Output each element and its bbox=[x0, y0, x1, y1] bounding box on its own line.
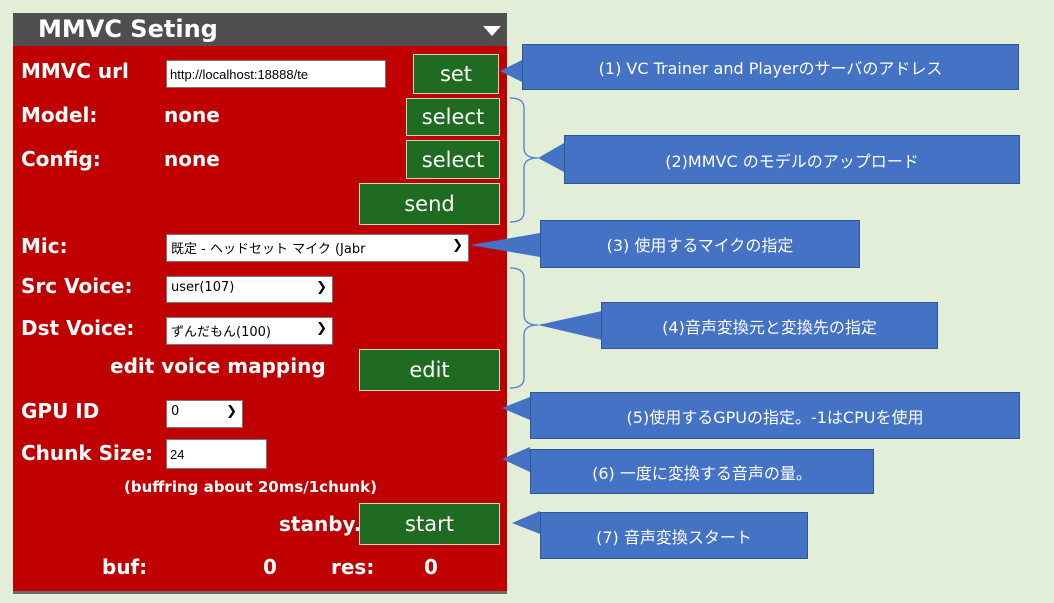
callout-7-pointer bbox=[512, 511, 540, 534]
bracket-voice bbox=[509, 267, 539, 389]
bracket-model-config bbox=[509, 97, 539, 223]
callout-4: (4)音声変換元と変換先の指定 bbox=[601, 302, 938, 349]
callout-1: (1) VC Trainer and Playerのサーバのアドレス bbox=[522, 44, 1019, 90]
callout-4-pointer bbox=[538, 311, 602, 340]
callout-5: (5)使用するGPUの指定。-1はCPUを使用 bbox=[530, 392, 1020, 439]
res-value: 0 bbox=[424, 555, 438, 579]
panel-title: MMVC Seting bbox=[38, 15, 218, 43]
config-value: none bbox=[164, 147, 220, 171]
edit-button[interactable]: edit bbox=[359, 349, 500, 391]
dst-voice-value: ずんだもん(100) bbox=[171, 325, 271, 340]
callout-2: (2)MMVC のモデルのアップロード bbox=[564, 135, 1020, 184]
model-select-button[interactable]: select bbox=[406, 98, 500, 136]
start-button[interactable]: start bbox=[359, 503, 500, 545]
src-voice-select[interactable]: user(107) ❯ bbox=[166, 276, 333, 303]
panel-header[interactable]: MMVC Seting bbox=[13, 13, 507, 46]
buf-label: buf: bbox=[102, 555, 148, 579]
collapse-arrow-icon[interactable] bbox=[483, 26, 501, 36]
mic-label: Mic: bbox=[21, 234, 68, 258]
mic-select-value: 既定 - ヘッドセット マイク (Jabr bbox=[171, 242, 366, 257]
callout-1-pointer bbox=[500, 60, 522, 82]
gpu-id-value: 0 bbox=[171, 404, 180, 419]
chevron-down-icon: ❯ bbox=[316, 280, 327, 295]
chunk-size-note: (buffring about 20ms/1chunk) bbox=[124, 478, 377, 496]
chevron-down-icon: ❯ bbox=[316, 321, 327, 336]
chunk-size-input[interactable] bbox=[166, 439, 267, 469]
mmvc-settings-panel: MMVC Seting MMVC url set Model: none sel… bbox=[13, 13, 507, 594]
buf-value: 0 bbox=[263, 555, 277, 579]
src-voice-value: user(107) bbox=[171, 280, 235, 295]
callout-3: (3) 使用するマイクの指定 bbox=[540, 220, 860, 268]
gpu-id-label: GPU ID bbox=[21, 399, 100, 423]
config-select-button[interactable]: select bbox=[406, 140, 500, 179]
model-value: none bbox=[164, 103, 220, 127]
gpu-id-select[interactable]: 0 ❯ bbox=[166, 400, 243, 428]
dst-voice-select[interactable]: ずんだもん(100) ❯ bbox=[166, 317, 333, 345]
dst-voice-label: Dst Voice: bbox=[21, 316, 135, 340]
mmvc-url-label: MMVC url bbox=[21, 59, 129, 83]
send-button[interactable]: send bbox=[359, 183, 500, 225]
edit-voice-mapping-label: edit voice mapping bbox=[110, 354, 326, 378]
callout-6-pointer bbox=[502, 447, 530, 472]
src-voice-label: Src Voice: bbox=[21, 274, 133, 298]
set-button[interactable]: set bbox=[413, 54, 499, 94]
model-label: Model: bbox=[21, 103, 98, 127]
mic-select[interactable]: 既定 - ヘッドセット マイク (Jabr ❯ bbox=[166, 234, 469, 262]
callout-3-pointer bbox=[470, 233, 540, 257]
callout-6: (6) 一度に変換する音声の量。 bbox=[530, 449, 874, 494]
callout-7: (7) 音声変換スタート bbox=[540, 512, 808, 559]
chevron-down-icon: ❯ bbox=[452, 238, 463, 253]
chevron-down-icon: ❯ bbox=[226, 404, 237, 419]
res-label: res: bbox=[331, 555, 375, 579]
mmvc-url-input[interactable] bbox=[166, 60, 386, 88]
callout-5-pointer bbox=[502, 397, 530, 420]
config-label: Config: bbox=[21, 147, 101, 171]
callout-2-pointer bbox=[538, 143, 564, 172]
chunk-size-label: Chunk Size: bbox=[21, 441, 154, 465]
